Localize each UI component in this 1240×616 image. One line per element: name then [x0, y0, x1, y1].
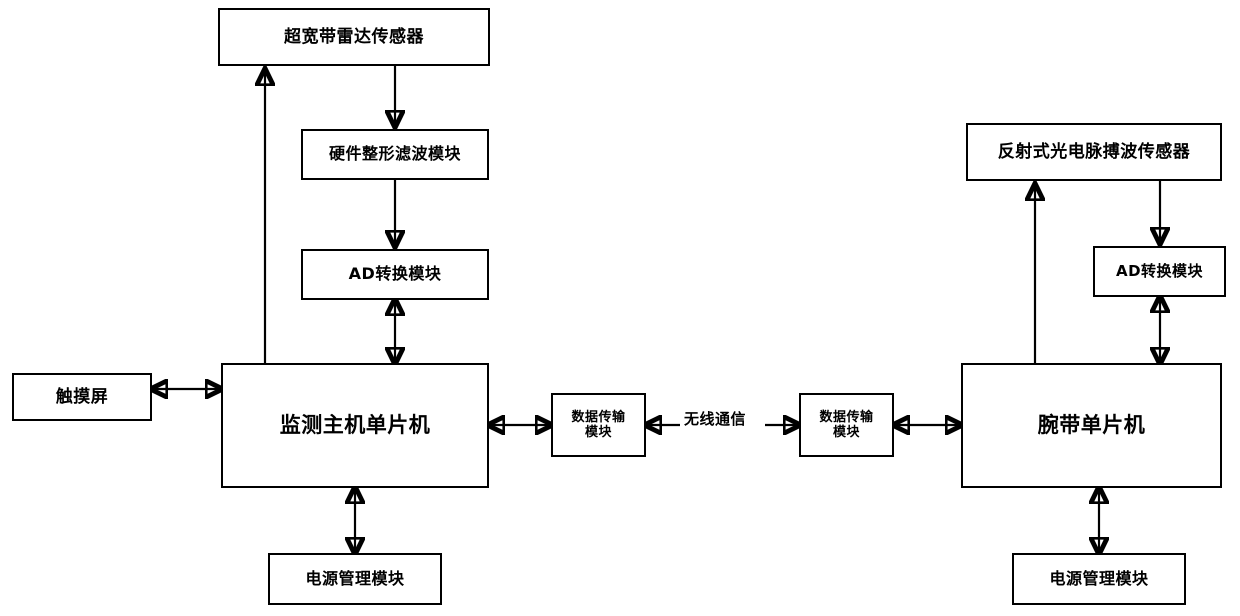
node-monitoring-host-mcu: 监测主机单片机: [221, 363, 489, 488]
node-hardware-shaping-filter-module: 硬件整形滤波模块: [301, 129, 489, 180]
node-label: 反射式光电脉搏波传感器: [997, 141, 1191, 162]
node-label: 数据传输 模块: [819, 409, 874, 440]
node-wristband-mcu: 腕带单片机: [961, 363, 1222, 488]
node-ultra-wideband-radar-sensor: 超宽带雷达传感器: [218, 8, 490, 66]
node-power-management-module-right: 电源管理模块: [1012, 553, 1186, 605]
node-data-transmission-module-left: 数据传输 模块: [551, 393, 646, 457]
node-reflective-photoelectric-pulse-wave-sensor: 反射式光电脉搏波传感器: [966, 123, 1222, 181]
node-label: 硬件整形滤波模块: [328, 144, 461, 164]
node-ad-conversion-module-left: AD转换模块: [301, 249, 489, 300]
node-label: AD转换模块: [1115, 261, 1204, 280]
node-label: 监测主机单片机: [279, 413, 431, 438]
node-touchscreen: 触摸屏: [12, 373, 152, 421]
label-wireless-communication: 无线通信: [684, 410, 747, 428]
node-label: 数据传输 模块: [571, 409, 626, 440]
node-data-transmission-module-right: 数据传输 模块: [799, 393, 894, 457]
node-power-management-module-left: 电源管理模块: [268, 553, 442, 605]
node-label: 电源管理模块: [305, 568, 405, 588]
node-label: AD转换模块: [348, 264, 442, 284]
node-label: 腕带单片机: [1037, 413, 1146, 438]
node-label: 超宽带雷达传感器: [284, 26, 424, 47]
node-ad-conversion-module-right: AD转换模块: [1093, 246, 1226, 297]
node-label: 触摸屏: [55, 386, 109, 407]
node-label: 电源管理模块: [1049, 568, 1149, 588]
